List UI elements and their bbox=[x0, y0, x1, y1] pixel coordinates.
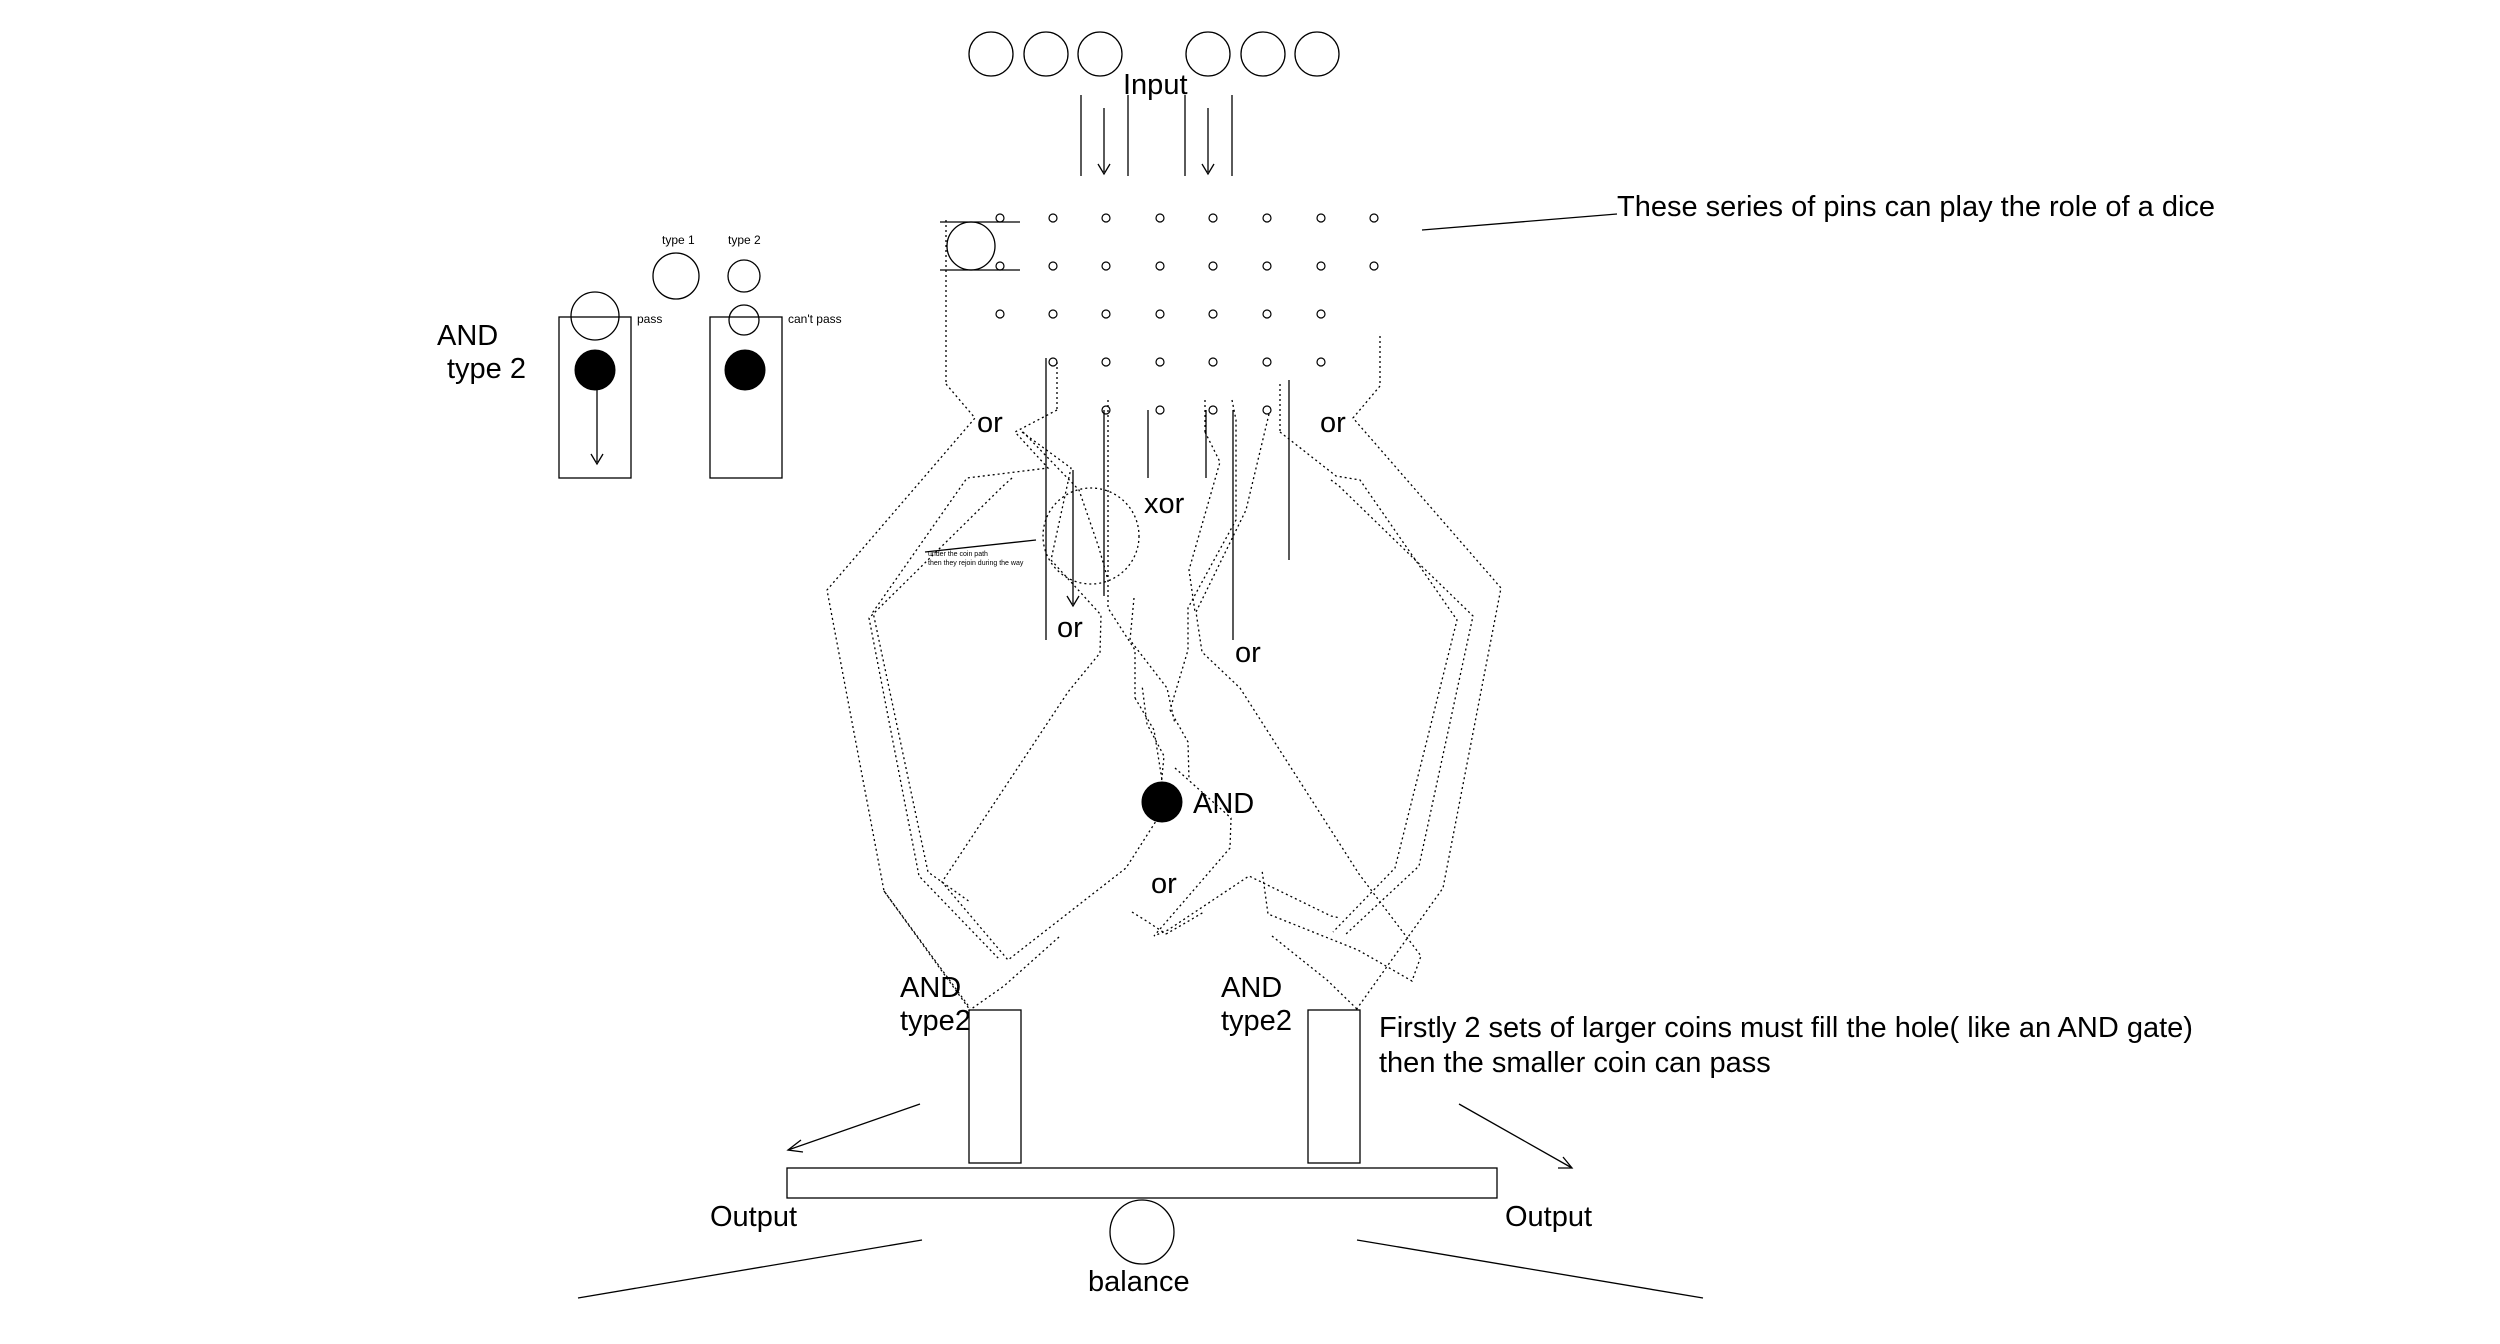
note-line-1: Firstly 2 sets of larger coins must fill… bbox=[1379, 1012, 2193, 1044]
pin bbox=[1208, 405, 1218, 415]
path-circle bbox=[1042, 487, 1140, 585]
input-coin bbox=[1294, 31, 1340, 77]
pin bbox=[1208, 261, 1218, 271]
legend-and-label: AND bbox=[437, 320, 498, 352]
type1-coin bbox=[652, 252, 700, 300]
pin bbox=[1208, 213, 1218, 223]
pin bbox=[1316, 309, 1326, 319]
gate-label-xor: xor bbox=[1144, 488, 1185, 520]
and-type2-left-line2: type2 bbox=[900, 1005, 971, 1037]
input-coins bbox=[968, 31, 1340, 77]
pin bbox=[1101, 405, 1111, 415]
and-type2-right-line1: AND bbox=[1221, 972, 1282, 1004]
pin bbox=[1369, 261, 1379, 271]
pin bbox=[995, 261, 1005, 271]
input-coin bbox=[1023, 31, 1069, 77]
pin bbox=[1208, 309, 1218, 319]
balance-label: balance bbox=[1088, 1266, 1190, 1298]
type2-coin bbox=[727, 259, 761, 293]
gate-label-or-center-left: or bbox=[1057, 612, 1083, 644]
cant-pass-label: can't pass bbox=[788, 312, 842, 326]
pin bbox=[995, 213, 1005, 223]
pin bbox=[995, 309, 1005, 319]
sample-coin bbox=[946, 221, 996, 271]
floor-line-right bbox=[1356, 1239, 1704, 1299]
type2-label: type 2 bbox=[728, 233, 761, 247]
pin bbox=[1155, 213, 1165, 223]
pin bbox=[1262, 357, 1272, 367]
gate-label-or-left: or bbox=[977, 407, 1003, 439]
legend-type2-label: type 2 bbox=[447, 353, 526, 385]
pin bbox=[1048, 213, 1058, 223]
drop-lines bbox=[1045, 358, 1290, 640]
pin bbox=[1262, 261, 1272, 271]
channel-walls bbox=[826, 220, 1502, 1013]
pin bbox=[1155, 357, 1165, 367]
balance-beam bbox=[786, 1167, 1498, 1199]
pin-grid bbox=[995, 213, 1379, 415]
hole-filled bbox=[724, 349, 766, 391]
input-coin bbox=[968, 31, 1014, 77]
output-arrow-right bbox=[1458, 1103, 1573, 1169]
pin bbox=[1048, 357, 1058, 367]
pin bbox=[1155, 405, 1165, 415]
pin bbox=[1208, 357, 1218, 367]
and-hole bbox=[1141, 781, 1183, 823]
tiny-note-2: then they rejoin during the way bbox=[928, 560, 1024, 567]
gate-label-or-center-right: or bbox=[1235, 637, 1261, 669]
pin bbox=[1316, 213, 1326, 223]
pin bbox=[1048, 309, 1058, 319]
gate-label-or-bottom: or bbox=[1151, 868, 1177, 900]
gate-label-or-right: or bbox=[1320, 407, 1346, 439]
input-chutes bbox=[1080, 95, 1233, 176]
input-coin bbox=[1077, 31, 1123, 77]
pin bbox=[1262, 213, 1272, 223]
pin bbox=[1101, 309, 1111, 319]
pin bbox=[1155, 261, 1165, 271]
pin bbox=[1262, 309, 1272, 319]
pin bbox=[1369, 213, 1379, 223]
pins-note-leader bbox=[1421, 213, 1618, 231]
and-type2-left-line1: AND bbox=[900, 972, 961, 1004]
cant-pass-slot bbox=[709, 316, 783, 479]
pass-slot bbox=[558, 316, 632, 479]
hole-filled bbox=[574, 349, 616, 391]
input-label: Input bbox=[1123, 69, 1188, 101]
floor-line-left bbox=[577, 1239, 923, 1299]
legend: AND type 2 type 1 type 2 pass can't pass bbox=[437, 233, 842, 479]
pin bbox=[1101, 213, 1111, 223]
output-left-label: Output bbox=[710, 1201, 797, 1233]
type1-label: type 1 bbox=[662, 233, 695, 247]
gate-label-and: AND bbox=[1193, 788, 1254, 820]
output-right-label: Output bbox=[1505, 1201, 1592, 1233]
pin-frame bbox=[940, 213, 1618, 271]
pin bbox=[1048, 261, 1058, 271]
and-type2-right-column bbox=[1307, 1009, 1361, 1164]
pass-coin bbox=[570, 291, 620, 341]
note-line-2: then the smaller coin can pass bbox=[1379, 1047, 1771, 1079]
balance-pivot bbox=[1109, 1199, 1175, 1265]
tiny-note-1: under the coin path bbox=[928, 551, 988, 558]
pin bbox=[1155, 309, 1165, 319]
output-arrow-left bbox=[787, 1103, 921, 1151]
pins-note: These series of pins can play the role o… bbox=[1617, 191, 2215, 223]
pin bbox=[1262, 405, 1272, 415]
input-coin bbox=[1240, 31, 1286, 77]
pin bbox=[1316, 261, 1326, 271]
small-coin bbox=[728, 304, 760, 336]
and-type2-left-column bbox=[968, 1009, 1022, 1164]
pin bbox=[1316, 357, 1326, 367]
pin bbox=[1101, 261, 1111, 271]
and-type2-right-line2: type2 bbox=[1221, 1005, 1292, 1037]
pass-label: pass bbox=[637, 312, 662, 326]
pin bbox=[1101, 357, 1111, 367]
input-coin bbox=[1185, 31, 1231, 77]
